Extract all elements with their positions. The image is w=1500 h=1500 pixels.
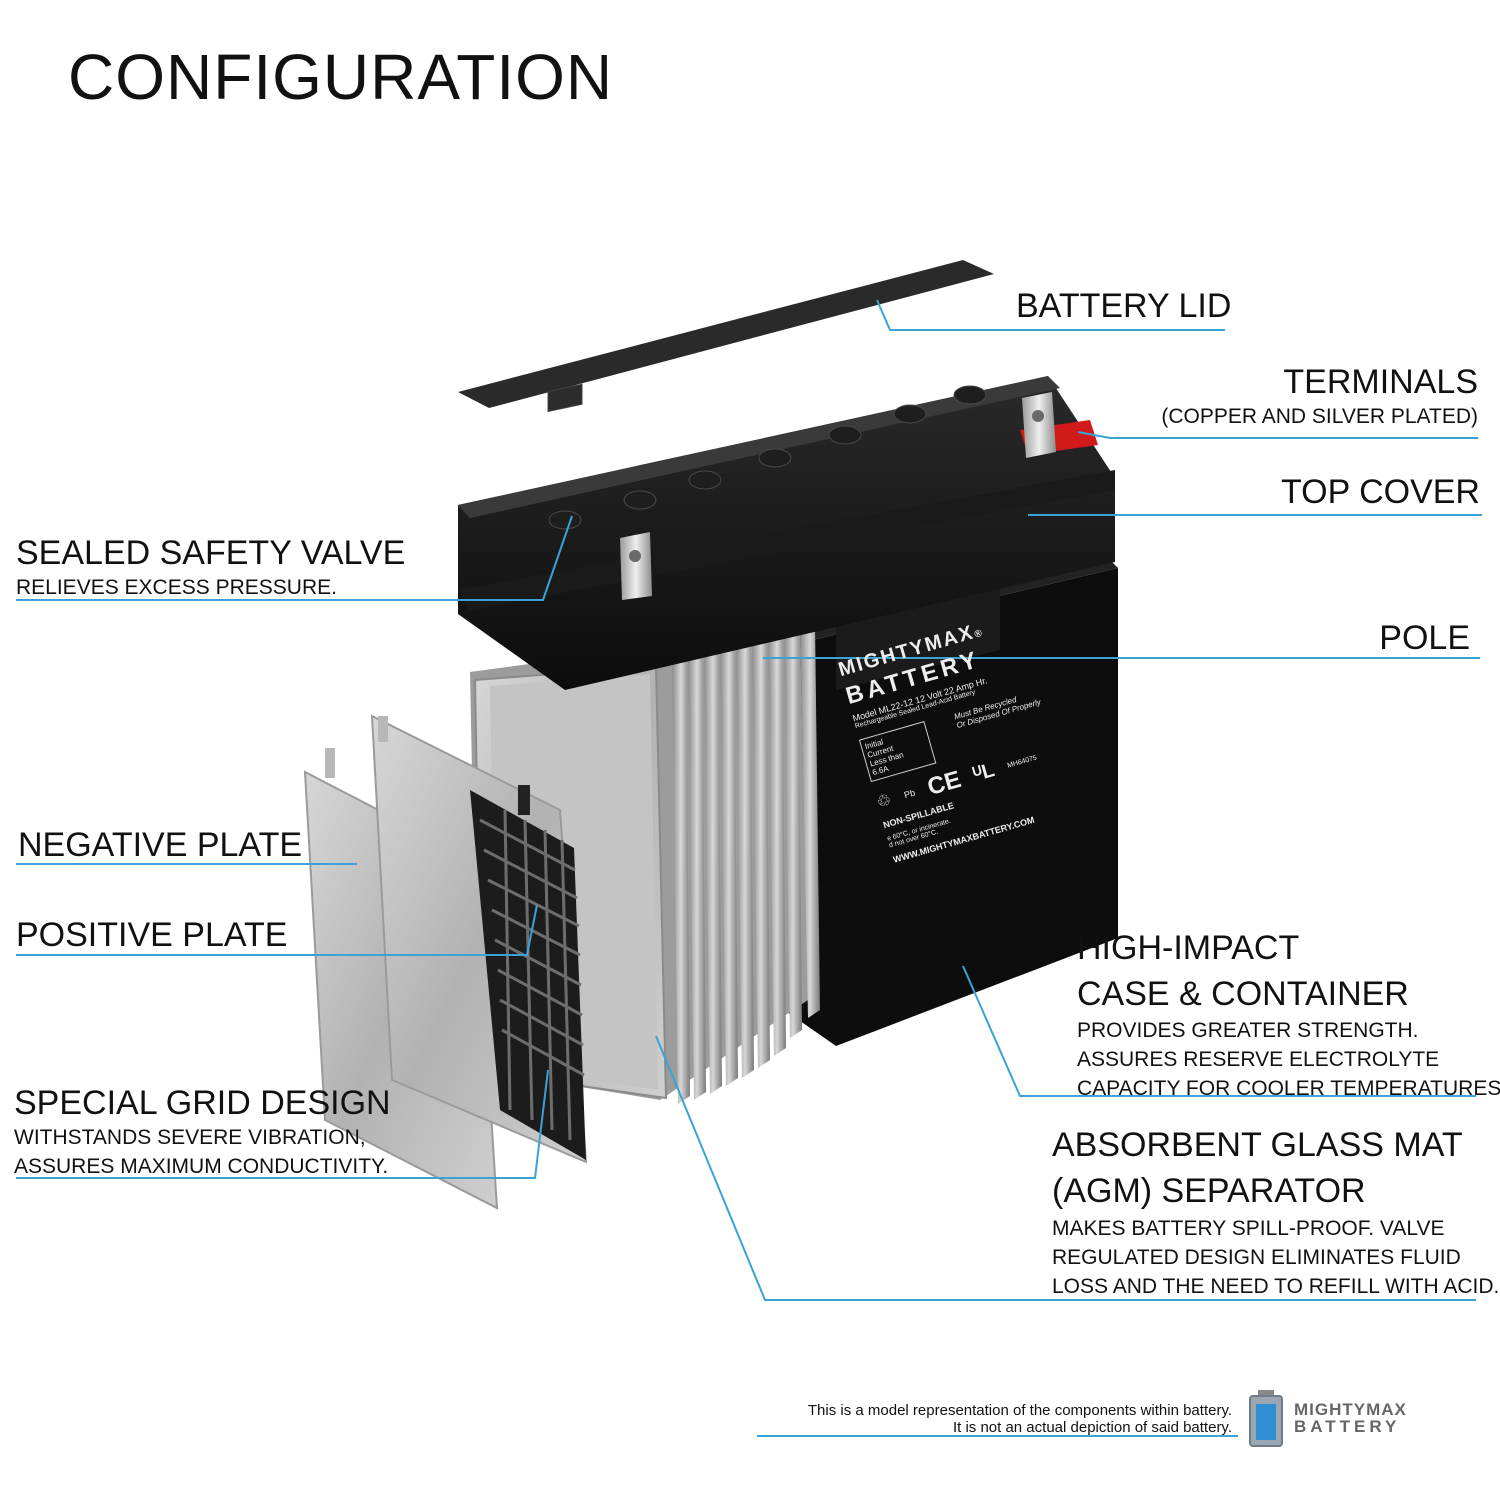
battery-logo-icon [1249, 1390, 1283, 1447]
agm-sublabel-3: LOSS AND THE NEED TO REFILL WITH ACID. [1052, 1275, 1500, 1298]
disclaimer-line-2: It is not an actual depiction of said ba… [952, 1419, 1232, 1436]
positive-plate-label: POSITIVE PLATE [16, 916, 288, 954]
agm-sublabel-1: MAKES BATTERY SPILL-PROOF. VALVE [1052, 1217, 1445, 1240]
footer-disclaimer: This is a model representation of the co… [808, 1402, 1232, 1436]
case-sublabel-2: ASSURES RESERVE ELECTROLYTE [1077, 1048, 1440, 1071]
agm-label-1: ABSORBENT GLASS MAT [1052, 1126, 1463, 1164]
safety-valve-sublabel: RELIEVES EXCESS PRESSURE. [16, 576, 337, 599]
case-label-1: HIGH-IMPACT [1077, 929, 1300, 967]
disclaimer-line-1: This is a model representation of the co… [807, 1402, 1232, 1419]
current-table: Initial Current Less than 6.6A [858, 721, 937, 783]
ul-icon: ᵁL [970, 758, 997, 786]
top-cover-label: TOP COVER [1280, 473, 1480, 511]
agm-label-2: (AGM) SEPARATOR [1052, 1172, 1366, 1210]
safety-valve-label: SEALED SAFETY VALVE [16, 534, 406, 572]
logo-text-top: MIGHTYMAX [1294, 1400, 1407, 1419]
pb-mark: Pb [902, 787, 917, 801]
grid-design-sublabel-2: ASSURES MAXIMUM CONDUCTIVITY. [14, 1155, 389, 1178]
case-sublabel-1: PROVIDES GREATER STRENGTH. [1077, 1019, 1419, 1042]
terminals-label: TERMINALS [1283, 363, 1478, 401]
vent-row [548, 385, 987, 530]
pole-label: POLE [1379, 619, 1470, 657]
battery-lid-label: BATTERY LID [1016, 287, 1232, 325]
terminals-callout: TERMINALS (COPPER AND SILVER PLATED) [1161, 362, 1478, 431]
ce-mark: CE [924, 765, 964, 802]
agm-callout: ABSORBENT GLASS MAT (AGM) SEPARATOR MAKE… [1052, 1122, 1499, 1301]
leader-lines [16, 299, 1482, 1437]
case-sublabel-3: CAPACITY FOR COOLER TEMPERATURES. [1077, 1077, 1500, 1100]
terminal-tab-negative [620, 532, 652, 600]
grid-design-callout: SPECIAL GRID DESIGN WITHSTANDS SEVERE VI… [14, 1083, 391, 1181]
ul-code: MH64075 [1006, 754, 1038, 770]
logo-text-bottom: BATTERY [1294, 1417, 1401, 1436]
agm-sublabel-2: REGULATED DESIGN ELIMINATES FLUID [1052, 1246, 1461, 1269]
grid-design-label: SPECIAL GRID DESIGN [14, 1084, 391, 1122]
grid-design-sublabel-1: WITHSTANDS SEVERE VIBRATION, [14, 1126, 366, 1149]
negative-plate-label: NEGATIVE PLATE [18, 826, 303, 864]
page-title: CONFIGURATION [68, 41, 614, 113]
battery-case [760, 560, 1118, 1046]
terminals-sublabel: (COPPER AND SILVER PLATED) [1161, 405, 1478, 428]
case-label-2: CASE & CONTAINER [1077, 975, 1409, 1013]
case-callout: HIGH-IMPACT CASE & CONTAINER PROVIDES GR… [1077, 924, 1500, 1103]
terminal-tab-positive [1022, 392, 1056, 458]
safety-valve-callout: SEALED SAFETY VALVE RELIEVES EXCESS PRES… [16, 533, 405, 602]
brand-logo: MIGHTYMAX BATTERY [1246, 1388, 1407, 1448]
grid-plate [470, 785, 586, 1160]
battery-lid [458, 260, 994, 408]
